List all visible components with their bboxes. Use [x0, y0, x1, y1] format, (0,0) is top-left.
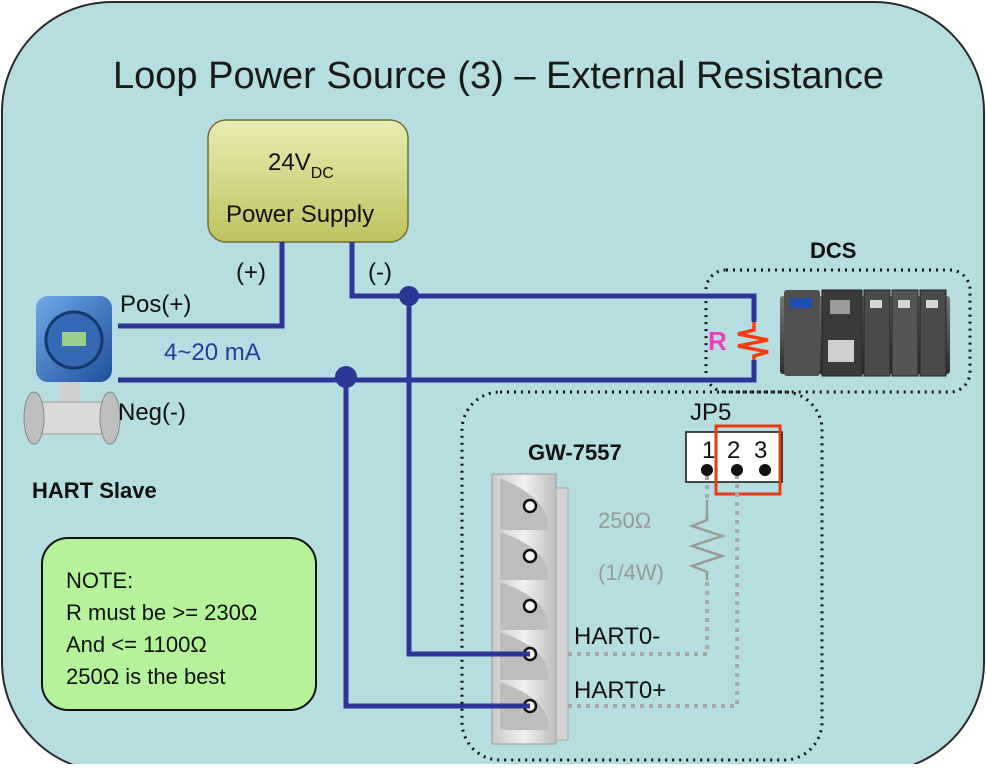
dcs-resistor-label: R	[708, 326, 727, 356]
internal-resistor-symbol	[688, 500, 726, 580]
gateway-label: GW-7557	[528, 440, 622, 465]
internal-resistor-value: 250Ω	[598, 508, 651, 533]
dcs-enclosure	[704, 268, 972, 394]
power-supply-label: Power Supply	[226, 201, 374, 228]
hart0-plus-label: HART0+	[574, 677, 666, 704]
hart0-minus-dotted-wire	[568, 580, 709, 656]
note-line-1: NOTE:	[66, 568, 133, 593]
internal-resistor-rating: (1/4W)	[598, 560, 664, 585]
power-plus-label: (+)	[236, 259, 266, 286]
power-minus-label: (-)	[368, 259, 392, 286]
wire-to-hart0-plus	[343, 380, 530, 709]
power-supply-box: 24VDC Power Supply	[207, 119, 409, 243]
jumper-highlight	[714, 424, 782, 496]
dcs-hardware-image	[780, 289, 950, 377]
note-line-4: 250Ω is the best	[66, 664, 226, 689]
terminal-block	[491, 473, 569, 745]
junction-dot-return	[335, 366, 357, 388]
diagram-title: Loop Power Source (3) – External Resista…	[113, 55, 884, 97]
wire-supply-minus-to-dcs	[349, 242, 757, 322]
note-box	[41, 537, 317, 711]
terminal-screw-1	[522, 498, 538, 514]
terminal-screw-2	[522, 548, 538, 564]
hart-slave-device-image	[23, 296, 121, 445]
note-line-3: And <= 1100Ω	[66, 632, 207, 657]
jumper-pin-3	[759, 464, 771, 476]
power-supply-voltage-subscript: DC	[311, 165, 334, 182]
jumper-pin-2-label: 2	[727, 437, 740, 464]
junction-dot-minus	[399, 286, 419, 306]
hart0-plus-dotted-wire	[568, 476, 739, 708]
neg-label: Neg(-)	[118, 399, 186, 426]
jumper-pin-1	[701, 464, 713, 476]
jumper-pin-1-label: 1	[702, 437, 715, 464]
jumper-pin-3-label: 3	[754, 437, 767, 464]
current-label: 4~20 mA	[164, 339, 261, 366]
dcs-label: DCS	[810, 238, 856, 263]
terminal-screw-3	[522, 598, 538, 614]
wire-pos-to-supply-plus	[118, 242, 285, 329]
gateway-enclosure	[460, 390, 824, 762]
wire-dcs-return-to-neg	[118, 360, 757, 383]
wire-to-hart0-minus	[406, 296, 530, 657]
jumper-label: JP5	[690, 399, 731, 426]
pos-label: Pos(+)	[120, 291, 191, 318]
power-supply-voltage: 24VDC	[268, 149, 334, 182]
hart-slave-label: HART Slave	[32, 478, 157, 503]
dcs-resistor-symbol	[737, 322, 769, 360]
jumper-pin-2	[731, 464, 743, 476]
hart0-minus-label: HART0-	[574, 623, 660, 650]
note-line-2: R must be >= 230Ω	[66, 600, 257, 625]
